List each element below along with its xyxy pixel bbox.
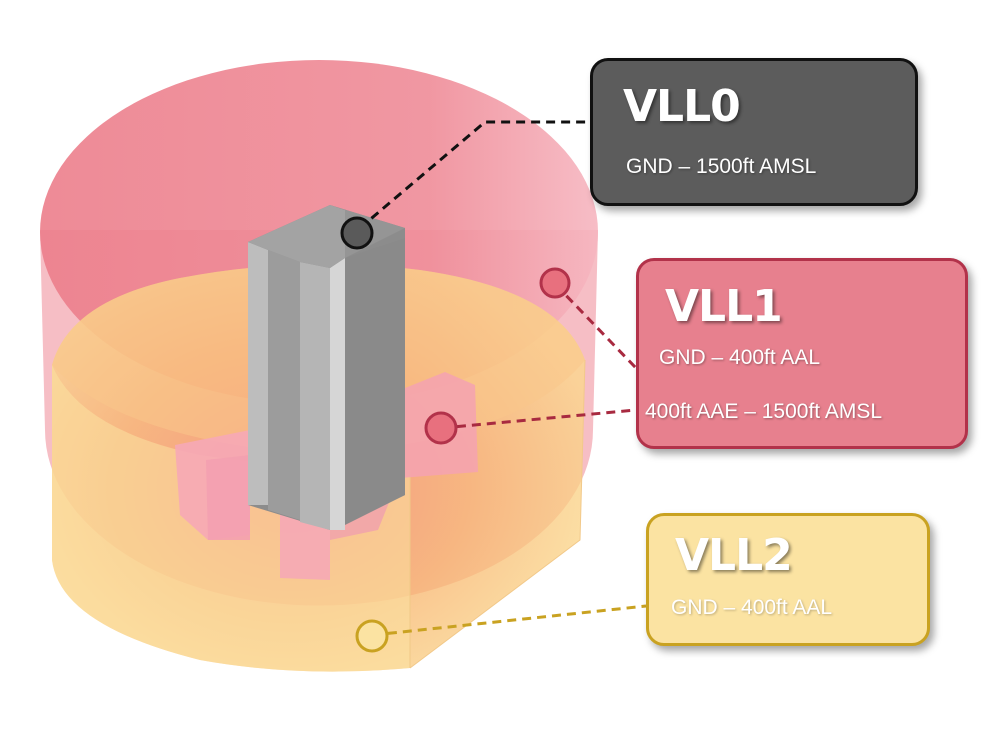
vll0-title: VLL0 [623, 81, 741, 132]
vll0-leader-line [359, 120, 590, 230]
vll1-leader-line-lower [441, 408, 637, 430]
vll2-leader-line [372, 604, 647, 637]
vll2-callout: VLL2 GND – 400ft AAL [646, 513, 930, 646]
vll1-marker-upper [539, 267, 571, 299]
vll2-marker [355, 619, 389, 653]
vll0-marker [340, 216, 374, 250]
vll1-marker-lower [424, 411, 458, 445]
vll2-title: VLL2 [675, 530, 793, 581]
vll2-range: GND – 400ft AAL [671, 596, 833, 619]
vll0-range: GND – 1500ft AMSL [626, 155, 817, 178]
tower-building [248, 205, 405, 530]
vll1-range-upper: 400ft AAE – 1500ft AMSL [645, 400, 882, 423]
vll1-leader-line-upper [554, 283, 638, 370]
vll1-title: VLL1 [665, 281, 783, 332]
vll1-range-lower: GND – 400ft AAL [659, 346, 821, 369]
vll0-callout: VLL0 GND – 1500ft AMSL [590, 58, 918, 206]
vll1-callout: VLL1 GND – 400ft AAL 400ft AAE – 1500ft … [636, 258, 968, 449]
